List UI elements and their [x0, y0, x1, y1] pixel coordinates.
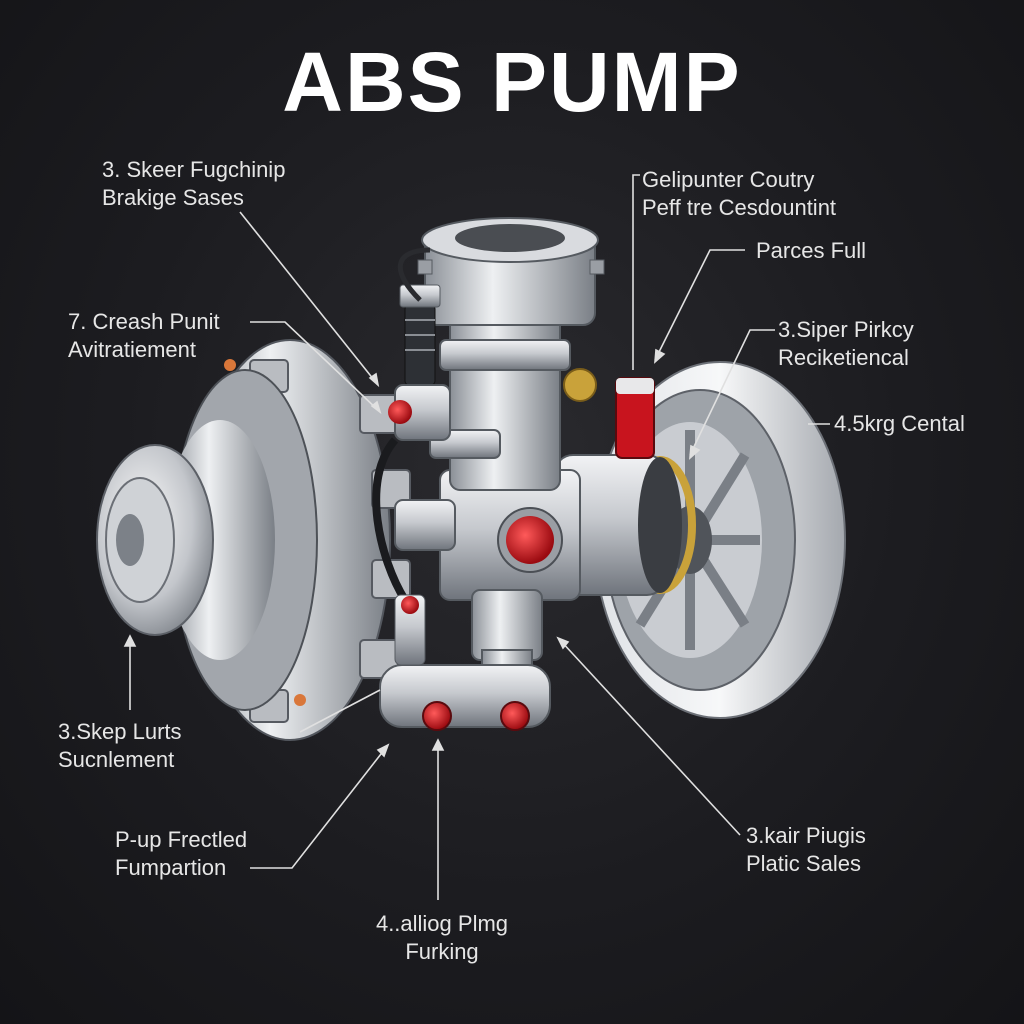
arrow-bottom-center [431, 738, 445, 751]
arrow-low-left [123, 634, 137, 647]
label-bottom-center-line1: 4..alliog Plmg [375, 911, 509, 936]
label-mid-right: 3.Siper Pirkcy Reciketiencal [778, 316, 914, 372]
label-low-left-line1: 3.Skep Lurts [58, 719, 182, 744]
label-bottom-left-line1: P-up Frectled [115, 827, 248, 852]
label-mid-left-line1: 7. Creash Punit [68, 309, 220, 334]
arrow-upper-right [654, 348, 666, 364]
label-top-right-line1: Gelipunter Coutry [642, 167, 815, 192]
leader-top-right [632, 174, 640, 370]
arrow-mid-left [370, 400, 382, 415]
red-sensor [615, 377, 655, 459]
arrow-top-left [368, 372, 380, 388]
label-bottom-center-line2: Furking [405, 939, 479, 964]
label-side-right: 4.5krg Cental [834, 410, 965, 438]
outlet-manifold [379, 664, 551, 731]
label-bottom-left-line2: Fumpartion [115, 855, 227, 880]
arrow-mid-right [689, 444, 701, 460]
label-bottom-right-line2: Platic Sales [746, 851, 861, 876]
arrow-bottom-right [556, 636, 570, 650]
leader-low-left-2 [299, 689, 381, 733]
leader-bottom-right [559, 639, 741, 836]
leader-bottom-left [250, 744, 389, 869]
pump-top-cap [417, 217, 605, 326]
label-low-left: 3.Skep Lurts Sucnlement [58, 718, 182, 774]
label-bottom-right: 3.kair Piugis Platic Sales [746, 822, 866, 878]
label-top-left: 3. Skeer Fugchinip Brakige Sases [102, 156, 285, 212]
label-bottom-center: 4..alliog Plmg Furking [352, 910, 532, 966]
leader-upper-right [654, 249, 745, 361]
leader-mid-right [689, 329, 775, 456]
side-fitting [394, 594, 426, 666]
leader-top-left [239, 211, 379, 386]
label-mid-left-line2: Avitratiement [68, 337, 196, 362]
right-housing [554, 454, 682, 596]
hose [372, 437, 409, 603]
label-mid-right-line2: Reciketiencal [778, 345, 909, 370]
label-bottom-left: P-up Frectled Fumpartion [115, 826, 247, 882]
label-low-left-line2: Sucnlement [58, 747, 175, 772]
label-mid-left: 7. Creash Punit Avitratiement [68, 308, 220, 364]
label-top-left-line1: 3. Skeer Fugchinip [102, 157, 286, 182]
diagram-title: ABS PUMP [282, 35, 742, 129]
label-bottom-right-line1: 3.kair Piugis [746, 823, 866, 848]
label-upper-right: Parces Full [756, 237, 866, 265]
arrow-bottom-left [376, 743, 390, 758]
label-upper-right-line1: Parces Full [756, 238, 867, 263]
valve-block [394, 469, 581, 601]
label-top-right-line2: Peff tre Cesdountint [642, 195, 837, 220]
label-side-right-line1: 4.5krg Cental [834, 411, 965, 436]
label-mid-right-line1: 3.Siper Pirkcy [778, 317, 914, 342]
wire [397, 247, 431, 302]
label-top-right: Gelipunter Coutry Peff tre Cesdountint [642, 166, 836, 222]
label-top-left-line2: Brakige Sases [102, 185, 244, 210]
leader-mid-left [250, 321, 381, 413]
left-motor-flange [96, 339, 411, 741]
